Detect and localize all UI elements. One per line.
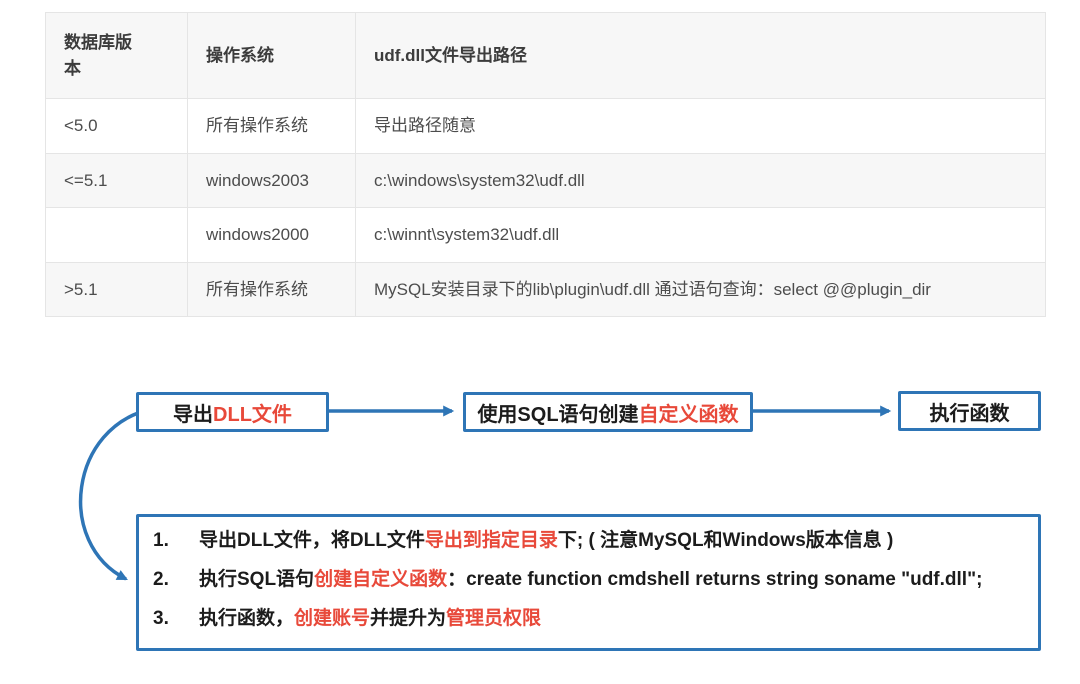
text-segment: 下; ( 注意MySQL和Windows版本信息 ): [557, 530, 894, 551]
table-cell: >5.1: [45, 261, 188, 317]
step-number: 1.: [153, 530, 169, 551]
table-cell: [45, 207, 188, 263]
text-segment: 创建自定义函数: [314, 568, 448, 590]
column-header-db-version: 数据库版本: [45, 12, 188, 99]
column-header-os: 操作系统: [187, 12, 356, 99]
step-item-2: 2. 执行SQL语句创建自定义函数：create function cmdshe…: [153, 567, 1020, 594]
steps-box: 1. 导出DLL文件，将DLL文件导出到指定目录下; ( 注意MySQL和Win…: [136, 514, 1041, 651]
udf-path-table-container: 数据库版本 操作系统 udf.dll文件导出路径 <5.0 所有操作系统 导出路…: [45, 12, 1046, 317]
flow-box-execute-function: 执行函数: [898, 391, 1041, 431]
step-item-1: 1. 导出DLL文件，将DLL文件导出到指定目录下; ( 注意MySQL和Win…: [153, 528, 1020, 555]
text-segment: 执行函数，: [199, 607, 295, 629]
text-segment: 导出DLL文件，将DLL文件: [199, 530, 425, 551]
column-header-label: 数据库版本: [64, 33, 132, 78]
table-cell: c:\windows\system32\udf.dll: [355, 152, 1046, 208]
table-cell: 所有操作系统: [187, 98, 356, 154]
table-cell: windows2000: [187, 207, 356, 263]
text-segment: 管理员权限: [446, 607, 542, 629]
table-cell: 导出路径随意: [355, 98, 1046, 154]
text-segment: ：create function cmdshell returns string…: [447, 568, 983, 590]
text-segment: 导出到指定目录: [424, 530, 558, 551]
text-segment: 执行函数: [929, 402, 1010, 425]
table-cell: windows2003: [187, 152, 356, 208]
step-text: 导出DLL文件，将DLL文件导出到指定目录下; ( 注意MySQL和Window…: [199, 528, 893, 555]
table-cell: <=5.1: [45, 152, 188, 208]
table-row: <5.0 所有操作系统 导出路径随意: [45, 98, 1046, 154]
step-text: 执行函数，创建账号并提升为管理员权限: [199, 606, 541, 633]
text-segment: 执行SQL语句: [199, 568, 315, 590]
table-header-row: 数据库版本 操作系统 udf.dll文件导出路径: [45, 12, 1046, 99]
flow-box-create-function: 使用SQL语句创建自定义函数: [463, 392, 753, 432]
udf-path-table: 数据库版本 操作系统 udf.dll文件导出路径 <5.0 所有操作系统 导出路…: [45, 12, 1046, 317]
step-number: 3.: [153, 607, 169, 629]
text-segment: 使用SQL语句创建: [477, 403, 639, 426]
text-segment: 自定义函数: [638, 403, 739, 426]
text-segment: 导出: [173, 403, 214, 426]
table-cell: 所有操作系统: [187, 261, 356, 317]
table-row: <=5.1 windows2003 c:\windows\system32\ud…: [45, 152, 1046, 208]
step-number: 2.: [153, 568, 169, 590]
table-cell: MySQL安装目录下的lib\plugin\udf.dll 通过语句查询：sel…: [355, 261, 1046, 317]
step-item-3: 3. 执行函数，创建账号并提升为管理员权限: [153, 606, 1020, 633]
table-row: >5.1 所有操作系统 MySQL安装目录下的lib\plugin\udf.dl…: [45, 261, 1046, 317]
curved-arrow-to-steps: [78, 407, 153, 581]
text-segment: 创建账号: [294, 607, 371, 629]
table-cell: c:\winnt\system32\udf.dll: [355, 207, 1046, 263]
table-cell: <5.0: [45, 98, 188, 154]
table-row: windows2000 c:\winnt\system32\udf.dll: [45, 207, 1046, 263]
text-segment: 并提升为: [370, 607, 447, 629]
column-header-udf-path: udf.dll文件导出路径: [355, 12, 1046, 99]
column-header-label: 操作系统: [206, 45, 274, 65]
text-segment: DLL文件: [213, 403, 292, 426]
step-text: 执行SQL语句创建自定义函数：create function cmdshell …: [199, 567, 982, 594]
column-header-label: udf.dll文件导出路径: [374, 45, 527, 65]
